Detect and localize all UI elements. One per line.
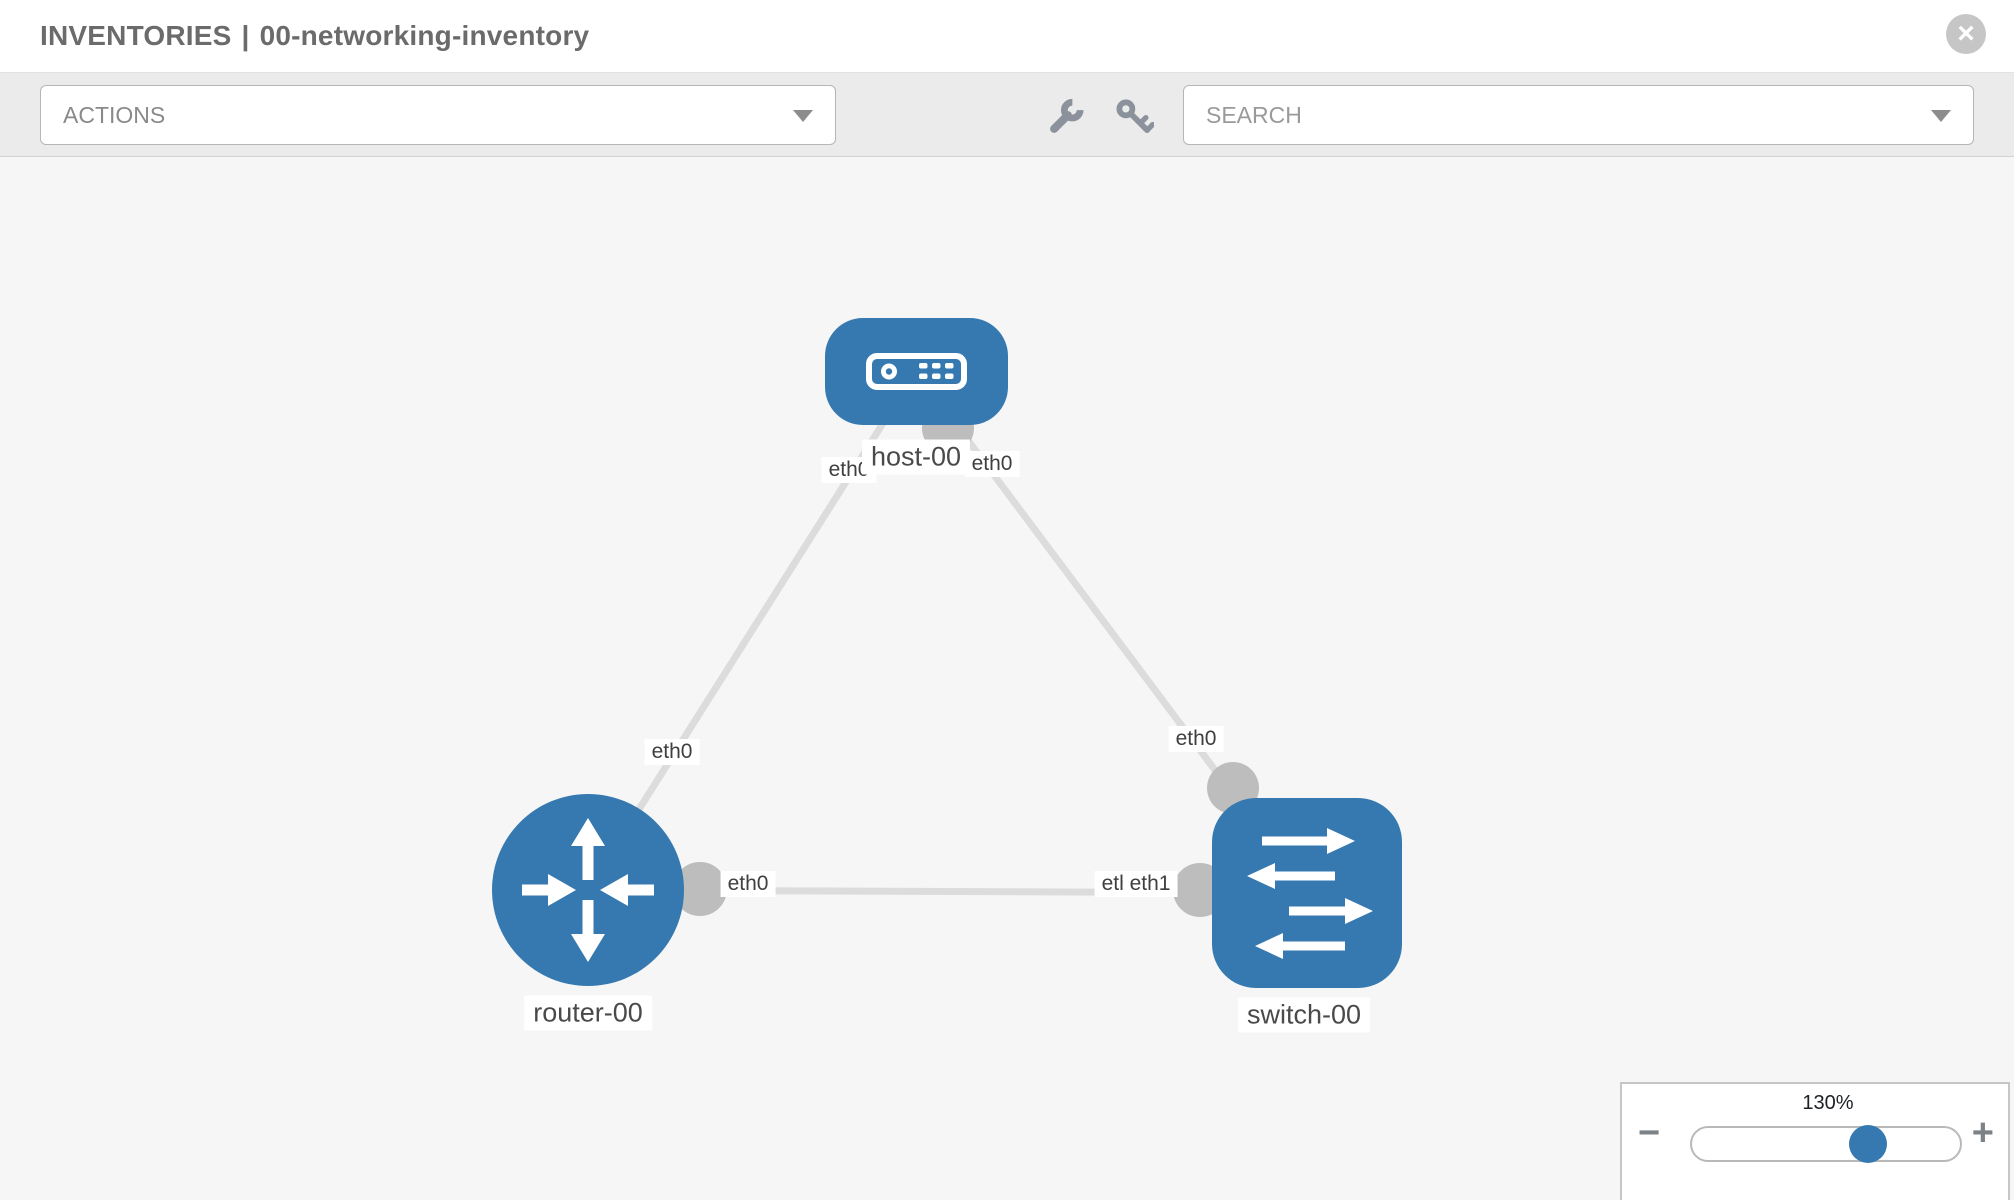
switch-icon (1247, 828, 1373, 959)
wrench-icon[interactable] (1046, 97, 1086, 137)
search-dropdown[interactable]: SEARCH (1183, 85, 1974, 145)
node-host-00[interactable] (825, 318, 1008, 425)
zoom-in-icon[interactable]: + (1971, 1112, 1994, 1154)
page-title: INVENTORIES | 00-networking-inventory (40, 20, 589, 52)
zoom-out-icon[interactable]: − (1638, 1112, 1661, 1154)
breadcrumb-section: INVENTORIES (40, 20, 232, 51)
zoom-level-value: 130% (1802, 1092, 1854, 1114)
close-icon[interactable]: × (1946, 14, 1986, 54)
interface-connectors (673, 402, 1259, 917)
interface-label: eth0 (644, 739, 700, 765)
node-switch-00[interactable] (1212, 798, 1402, 988)
search-placeholder: SEARCH (1206, 101, 1302, 128)
inventory-name: 00-networking-inventory (259, 20, 590, 51)
chevron-down-icon (793, 110, 813, 122)
connector-router-eth0[interactable] (673, 862, 727, 916)
zoom-slider[interactable] (1690, 1125, 1962, 1163)
node-label-router: router-00 (524, 995, 652, 1031)
node-router-00[interactable] (492, 794, 684, 986)
zoom-slider-thumb[interactable] (1849, 1125, 1887, 1163)
host-icon (866, 353, 967, 390)
actions-dropdown[interactable]: ACTIONS (40, 85, 836, 145)
node-label-host: host-00 (861, 439, 971, 475)
chevron-down-icon (1931, 110, 1951, 122)
router-icon (522, 818, 654, 962)
breadcrumb-separator: | (241, 20, 250, 51)
interface-label: eth0 (1168, 726, 1224, 752)
interface-label: eth0 (964, 451, 1020, 477)
interface-label: eth0 (720, 871, 776, 897)
toolbar: ACTIONS SEARCH (0, 73, 2014, 157)
title-bar: INVENTORIES | 00-networking-inventory × (0, 0, 2014, 73)
topology-canvas[interactable]: eth0 eth0 eth0 eth0 eth0 eth0 eth1 host-… (0, 157, 2014, 1200)
interface-label: eth1 (1122, 871, 1178, 897)
zoom-panel: 130% − + (1620, 1082, 2010, 1200)
actions-dropdown-label: ACTIONS (63, 101, 166, 128)
node-label-switch: switch-00 (1237, 997, 1371, 1033)
key-icon[interactable] (1114, 97, 1154, 137)
